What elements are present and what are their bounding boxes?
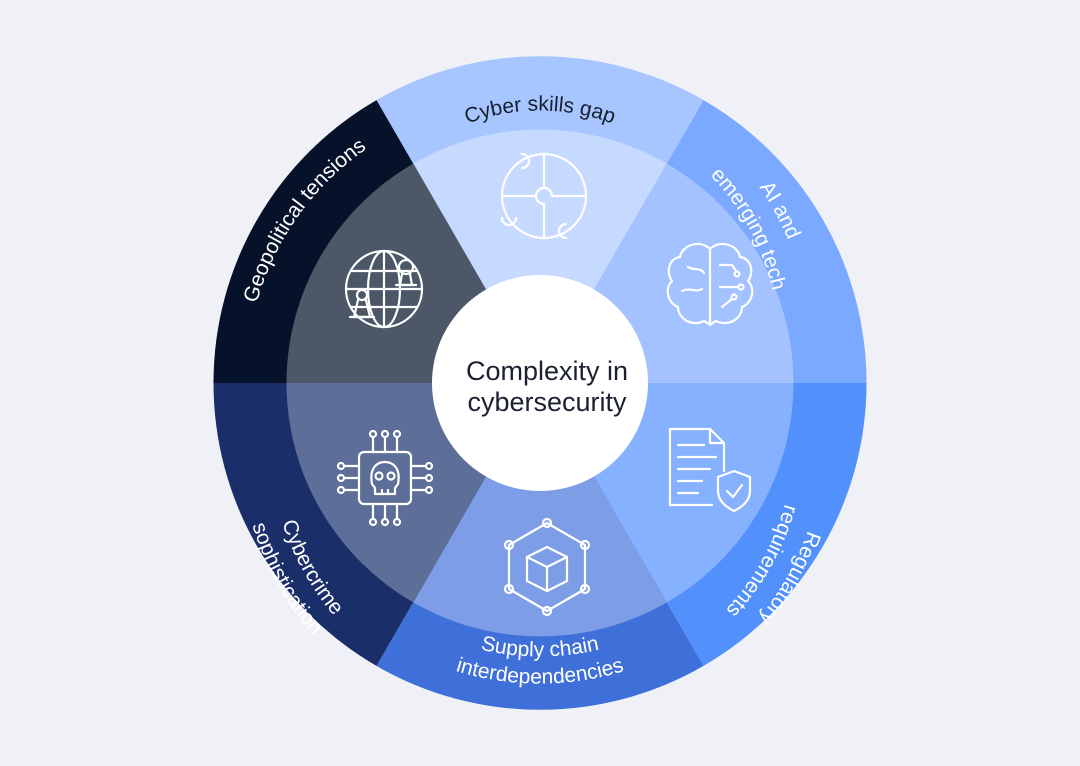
segment-supply-chain (376, 383, 704, 710)
puzzle-icon (500, 152, 588, 240)
center-title-line-1: Complexity in (466, 356, 628, 386)
package-network-icon (503, 517, 591, 617)
center-circle (432, 275, 648, 491)
center-title-line-2: cybersecurity (467, 387, 627, 417)
segment-inner-wedge (413, 129, 667, 383)
brain-icon (666, 242, 754, 327)
segment-inner-wedge (413, 383, 667, 637)
skull-chip-icon (336, 429, 434, 527)
globe-chess-icon (344, 249, 424, 329)
segment-cyber-skills-gap (376, 56, 704, 384)
document-shield-icon (668, 427, 752, 513)
